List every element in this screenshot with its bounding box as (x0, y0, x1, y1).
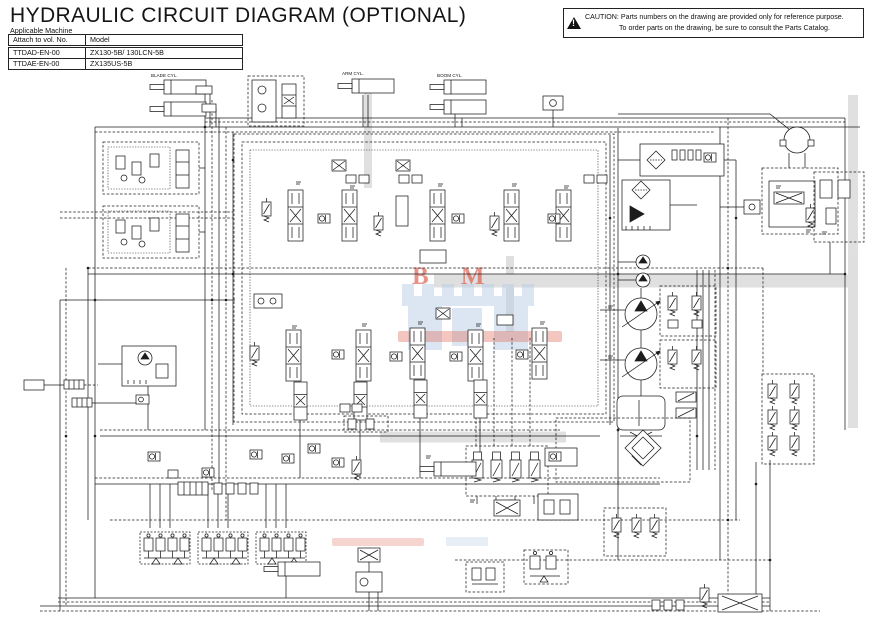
main-control-valve (233, 133, 615, 423)
arm-cylinder: ARM CYL. (337, 71, 395, 94)
swing-motor (779, 126, 815, 168)
table-header-row: Attach to vol. No. Model (8, 34, 243, 48)
boom-cylinders: BOOM CYL. (429, 73, 487, 115)
boom-cyl-label: BOOM CYL. (437, 73, 463, 78)
table-row: TTDAE-EN-00 ZX135US-5B (8, 58, 243, 70)
table-row: TTDAD-EN-00 ZX130-5B/ 130LCN-5B (8, 46, 243, 59)
caution-box: CAUTION: Parts numbers on the drawing ar… (563, 8, 864, 38)
junction-dots (64, 125, 847, 562)
caution-line2: To order parts on the drawing, be sure t… (619, 24, 830, 32)
bottom-valves-center (355, 547, 383, 593)
machine-table-caption: Applicable Machine (10, 26, 73, 35)
pilot-control-valve-2 (197, 531, 249, 565)
main-pumps (600, 288, 661, 396)
oil-cooler (544, 417, 691, 483)
pilot-control-valve-3 (255, 531, 307, 565)
holding-valve-module (247, 75, 305, 127)
engine (616, 395, 666, 466)
watermark: B M (332, 92, 858, 546)
col-header-model: Model (85, 34, 243, 48)
travel-pedal-valve (523, 549, 569, 585)
pilot-shockless-module-2 (102, 205, 205, 259)
left-accumulators (23, 379, 150, 408)
blade-cylinders: BLADE CYL. (149, 73, 217, 117)
cell-model: ZX135US-5B (85, 58, 243, 70)
pump-regulator-unit (621, 179, 697, 231)
caution-text: CAUTION: Parts numbers on the drawing ar… (585, 12, 844, 34)
pilot-gear-pumps (618, 254, 651, 288)
pilot-shockless-module-1 (102, 141, 205, 195)
cell-vol-no: TTDAD-EN-00 (8, 46, 86, 59)
cell-model: ZX130-5B/ 130LCN-5B (85, 46, 243, 59)
shuttle-valve-row (147, 415, 389, 481)
pilot-manifold (177, 481, 259, 496)
page-title: HYDRAULIC CIRCUIT DIAGRAM (OPTIONAL) (10, 4, 467, 27)
solenoid-valve-bank (465, 445, 549, 504)
travel-relief-cluster (603, 507, 667, 557)
bucket-cylinder (419, 455, 477, 477)
swing-valve-block (720, 167, 839, 235)
aux-pilot-valve (465, 561, 505, 593)
pilot-control-valve-1 (139, 531, 191, 565)
col-header-vol: Attach to vol. No. (8, 34, 86, 48)
caution-line1: CAUTION: Parts numbers on the drawing ar… (585, 13, 844, 22)
bypass-valves (675, 391, 697, 419)
pilot-pump-unit (98, 345, 177, 430)
bottom-right-fittings (651, 583, 763, 613)
pilot-filter-unit (618, 143, 736, 177)
blade-cyl-label: BLADE CYL. (151, 73, 178, 78)
pump-relief-cluster-2 (659, 339, 717, 389)
bottom-right-relief-bank (761, 373, 815, 465)
machine-table: Attach to vol. No. Model TTDAD-EN-00 ZX1… (8, 34, 243, 70)
top-check-valve (542, 95, 564, 127)
right-accumulator-module (813, 171, 865, 274)
return-filter-block (493, 493, 579, 521)
warning-triangle-icon (567, 17, 581, 29)
swing-parking-cylinder (263, 561, 321, 598)
pump-relief-cluster-1 (659, 285, 717, 337)
watermark-letters: B M (412, 263, 498, 290)
arm-cyl-label: ARM CYL. (342, 71, 364, 76)
